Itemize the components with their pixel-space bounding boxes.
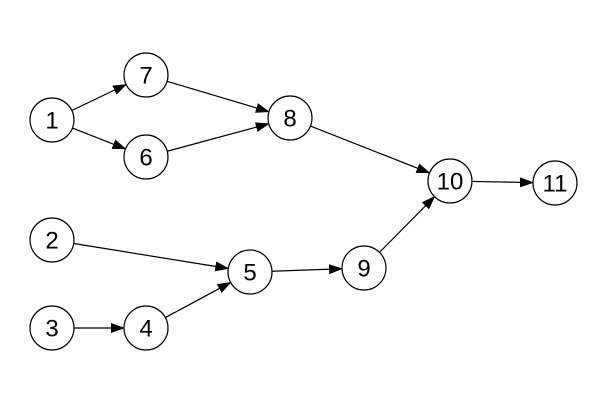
edge-arrow <box>165 281 232 319</box>
edge-1-to-7 <box>71 83 128 112</box>
node-4: 4 <box>123 305 169 351</box>
edge-arrow <box>167 122 270 152</box>
node-label: 1 <box>45 108 58 135</box>
node-circle <box>227 249 273 295</box>
edge-arrow <box>166 80 270 113</box>
node-3: 3 <box>29 305 75 351</box>
node-11: 11 <box>532 160 578 206</box>
nodes-layer: 1 2 3 4 5 6 7 8 9 10 11 <box>29 52 578 351</box>
edge-arrow <box>71 83 128 112</box>
node-7: 7 <box>123 52 169 98</box>
edge-arrow <box>379 195 436 253</box>
edges-layer <box>71 80 535 333</box>
node-circle <box>29 97 75 143</box>
node-label: 8 <box>283 106 296 133</box>
node-circle <box>123 305 169 351</box>
node-label: 4 <box>139 316 152 343</box>
node-2: 2 <box>29 217 75 263</box>
node-10: 10 <box>427 158 473 204</box>
node-circle <box>29 217 75 263</box>
node-1: 1 <box>29 97 75 143</box>
node-label: 6 <box>139 145 152 172</box>
edge-arrow <box>73 242 230 272</box>
node-label: 3 <box>45 316 58 343</box>
node-circle <box>532 160 578 206</box>
edge-1-to-6 <box>72 127 127 150</box>
node-circle <box>29 305 75 351</box>
node-circle <box>123 52 169 98</box>
node-label: 11 <box>543 171 568 198</box>
node-label: 5 <box>243 260 256 287</box>
edge-arrow <box>471 177 535 188</box>
node-label: 7 <box>139 63 152 90</box>
edge-arrow <box>72 127 127 150</box>
edge-10-to-11 <box>471 177 535 188</box>
edge-arrow <box>271 264 344 275</box>
node-circle <box>341 245 387 291</box>
node-circle <box>267 95 313 141</box>
node-circle <box>427 158 473 204</box>
node-circle <box>123 134 169 180</box>
node-6: 6 <box>123 134 169 180</box>
node-label: 10 <box>437 169 464 196</box>
edge-9-to-10 <box>379 195 436 253</box>
edge-arrow <box>310 125 431 174</box>
node-label: 2 <box>45 228 58 255</box>
edge-6-to-8 <box>167 122 270 152</box>
edge-2-to-5 <box>73 242 230 272</box>
node-5: 5 <box>227 249 273 295</box>
edge-5-to-9 <box>271 264 344 275</box>
edge-8-to-10 <box>310 125 431 174</box>
node-label: 9 <box>357 256 370 283</box>
node-8: 8 <box>267 95 313 141</box>
node-9: 9 <box>341 245 387 291</box>
edge-7-to-8 <box>166 80 270 113</box>
edge-4-to-5 <box>165 281 232 319</box>
